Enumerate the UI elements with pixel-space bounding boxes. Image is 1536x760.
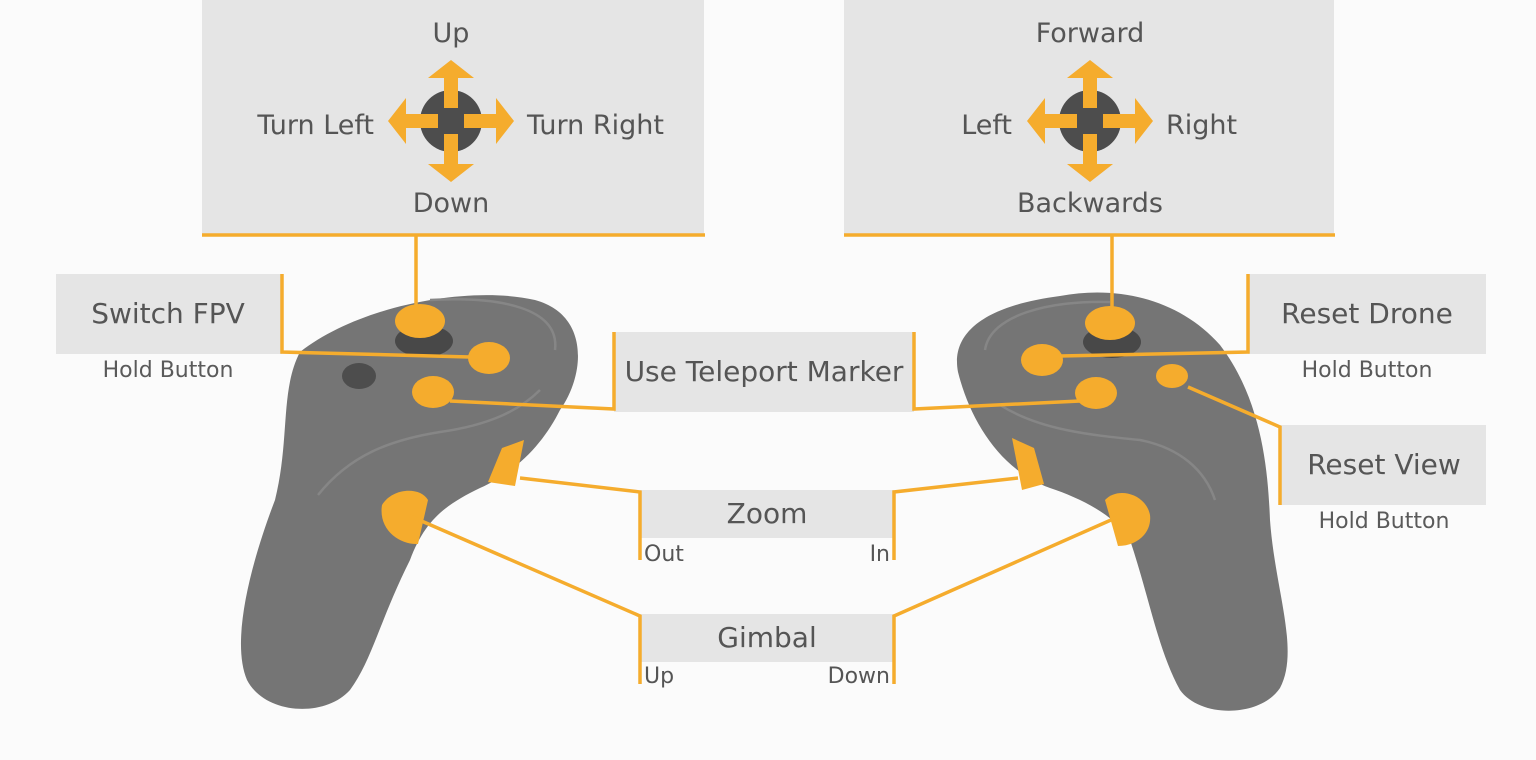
gimbal-label: Gimbal	[717, 621, 817, 654]
left-stick-down-label: Down	[412, 188, 490, 219]
right-menu-button[interactable]	[1156, 364, 1188, 388]
gimbal-box	[640, 614, 894, 662]
left-arrow-right-icon	[464, 98, 514, 144]
left-stick-up-label: Up	[432, 18, 470, 49]
left-button-upper[interactable]	[468, 342, 510, 374]
switch-fpv-hint: Hold Button	[102, 358, 234, 383]
left-controller-seam	[317, 389, 541, 496]
right-controller-seam	[999, 403, 1217, 501]
reset-drone-leader	[1059, 274, 1250, 358]
right-stick-right-label: Right	[1166, 110, 1238, 141]
right-arrow-left-icon	[1027, 98, 1077, 144]
zoom-box	[640, 490, 894, 538]
teleport-box	[614, 332, 914, 412]
left-stick-left-label: Turn Left	[257, 110, 374, 141]
right-arrow-right-icon	[1103, 98, 1153, 144]
right-stick-up-label: Forward	[1035, 18, 1145, 49]
zoom-right-leader	[892, 476, 1019, 560]
right-stick-knob-icon	[1059, 90, 1121, 152]
left-arrow-left-icon	[388, 98, 438, 144]
left-button-lower[interactable]	[412, 376, 454, 408]
left-stick-knob-icon	[420, 90, 482, 152]
zoom-left-leader	[519, 476, 642, 560]
right-arrow-up-icon	[1067, 60, 1113, 108]
gimbal-up-label: Up	[644, 664, 675, 689]
right-button-left[interactable]	[1021, 344, 1063, 376]
teleport-left-leader	[449, 332, 616, 411]
left-controller	[240, 295, 578, 709]
left-system-button[interactable]	[342, 363, 376, 389]
gimbal-right-leader	[892, 514, 1121, 684]
reset-view-hint: Hold Button	[1318, 509, 1450, 534]
zoom-out-label: Out	[644, 542, 684, 567]
left-controller-top-rim	[429, 298, 557, 351]
right-arrow-down-icon	[1067, 134, 1113, 182]
reset-drone-label: Reset Drone	[1281, 297, 1453, 330]
teleport-label: Use Teleport Marker	[624, 355, 904, 388]
gimbal-down-label: Down	[827, 664, 890, 689]
left-stick-direction-glyph	[388, 60, 514, 182]
right-stick-down-label: Backwards	[1016, 188, 1164, 219]
switch-fpv-box	[56, 274, 282, 354]
teleport-right-leader	[912, 332, 1081, 411]
left-grip-button[interactable]	[381, 490, 428, 545]
reset-view-label: Reset View	[1307, 448, 1461, 481]
switch-fpv-label: Switch FPV	[91, 297, 245, 330]
zoom-label: Zoom	[726, 497, 808, 530]
right-button-lower[interactable]	[1075, 377, 1117, 409]
gimbal-left-leader	[409, 514, 642, 684]
callout-lines	[202, 233, 1335, 684]
left-arrow-down-icon	[428, 134, 474, 182]
left-trigger[interactable]	[488, 440, 524, 486]
right-grip-button[interactable]	[1105, 492, 1151, 546]
zoom-in-label: In	[869, 542, 890, 567]
left-thumbstick[interactable]	[395, 304, 445, 338]
left-stick-right-label: Turn Right	[527, 110, 664, 141]
right-controller-top-rim	[983, 300, 1111, 351]
reset-drone-hint: Hold Button	[1301, 358, 1433, 383]
right-controller	[956, 292, 1288, 711]
left-arrow-up-icon	[428, 60, 474, 108]
reset-view-leader	[1187, 385, 1282, 505]
right-thumbstick[interactable]	[1085, 306, 1135, 340]
right-stick-left-label: Left	[961, 110, 1012, 141]
reset-view-box	[1280, 425, 1486, 505]
reset-drone-box	[1248, 274, 1486, 354]
right-stick-direction-glyph	[1027, 60, 1153, 182]
switch-fpv-leader	[280, 274, 471, 359]
right-trigger[interactable]	[1012, 438, 1044, 490]
